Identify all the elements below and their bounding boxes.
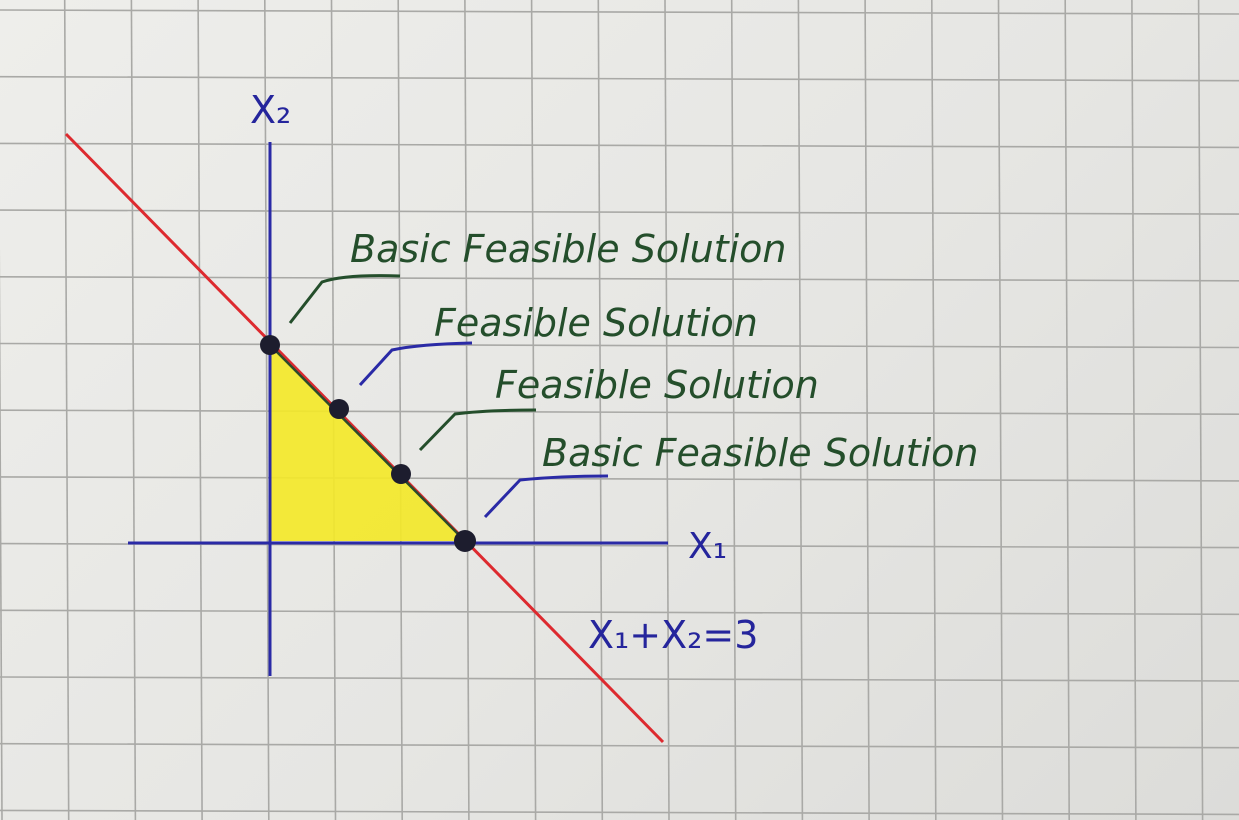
grid-line-horizontal (0, 275, 1239, 282)
grid-line-horizontal (0, 75, 1239, 82)
grid-line-horizontal (0, 342, 1239, 349)
grid-line-vertical (1197, 0, 1204, 820)
grid-line-vertical (930, 0, 937, 820)
leader-line-2 (358, 341, 473, 387)
annotation-basic-top: Basic Feasible Solution (350, 227, 787, 271)
basic-solution-point-bottom (454, 530, 476, 552)
leader-line-3 (418, 408, 537, 452)
constraint-equation: X₁+X₂=3 (588, 613, 758, 657)
leader-line-1 (288, 274, 401, 324)
basic-solution-point-top (260, 335, 280, 355)
annotation-feasible-lower: Feasible Solution (495, 363, 819, 407)
feasible-solution-point-upper (329, 399, 349, 419)
constraint-line (64, 132, 665, 744)
grid-line-vertical (997, 0, 1004, 820)
leader-line-4 (483, 474, 609, 519)
grid-line-vertical (797, 0, 804, 820)
grid-line-vertical (1131, 0, 1137, 820)
grid-line-vertical (864, 0, 870, 820)
grid-line-vertical (597, 0, 604, 820)
annotation-feasible-upper: Feasible Solution (434, 301, 758, 345)
grid-line-vertical (263, 0, 270, 820)
feasible-boundary-edge (269, 344, 466, 542)
grid-line-vertical (1064, 0, 1070, 820)
grid-line-vertical (730, 0, 737, 820)
grid-line-horizontal (0, 742, 1239, 749)
grid-line-vertical (464, 0, 470, 820)
feasible-solution-point-lower (391, 464, 411, 484)
grid-line-horizontal (0, 676, 1239, 682)
grid-line-horizontal (0, 476, 1239, 482)
annotation-basic-bottom: Basic Feasible Solution (542, 431, 979, 475)
grid-line-horizontal (0, 809, 1239, 816)
grid-line-horizontal (0, 409, 1239, 416)
grid-line-horizontal (0, 609, 1239, 616)
grid-line-vertical (397, 0, 404, 820)
grid-line-horizontal (0, 142, 1239, 149)
x1-axis-label: X₁ (688, 526, 727, 567)
x2-axis-label: X₂ (250, 88, 291, 132)
grid-line-vertical (197, 0, 203, 820)
grid-line-horizontal (0, 209, 1239, 215)
grid-line-vertical (664, 0, 670, 820)
grid-line-horizontal (0, 9, 1239, 15)
grid-line-vertical (0, 245, 3, 820)
